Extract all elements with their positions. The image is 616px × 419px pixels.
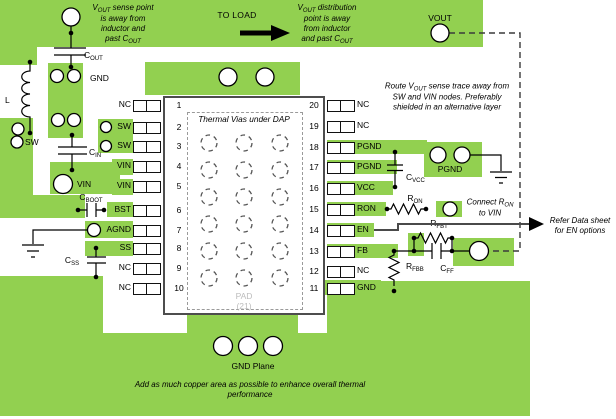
copper-vin-strip5 [112, 179, 133, 195]
pin-label: SW [117, 140, 131, 150]
pin-pad [133, 180, 161, 193]
to-load-label: TO LOAD [217, 10, 257, 20]
pin-label: AGND [106, 224, 131, 234]
pin-pad [133, 160, 161, 173]
pin-pad [133, 242, 161, 255]
copper-bst-strip [107, 202, 133, 217]
pin-number: 2 [176, 122, 182, 132]
route-vout-note: Route VOUT sense trace away from SW and … [384, 81, 510, 112]
copper-fb-via-block [453, 238, 514, 266]
rfbt-label: RFBT [430, 218, 448, 230]
pin-label: SW [117, 121, 131, 131]
pin-label: VIN [116, 160, 131, 170]
pin-pad [327, 203, 355, 216]
pin-pad [133, 282, 161, 295]
pin-number: 15 [309, 204, 319, 214]
cout-label: COUT [84, 50, 103, 62]
pin-number: 17 [309, 162, 319, 172]
pin-number: 9 [176, 263, 182, 273]
pin-number: 8 [176, 243, 182, 253]
pin-number: 11 [309, 283, 319, 293]
pin-pad [327, 161, 355, 174]
copper-sw-wide [0, 195, 85, 218]
pin-label: VCC [357, 182, 375, 192]
copper-gnd-plane [0, 333, 530, 416]
pin-pad [327, 141, 355, 154]
pin-label: FB [357, 245, 368, 255]
css-label: CSS [64, 255, 80, 267]
pin-pad [327, 99, 355, 112]
pad-label: PAD [235, 291, 253, 301]
copper-top-banner [0, 0, 483, 47]
pin-label: NC [118, 99, 131, 109]
pin-number: 14 [309, 225, 319, 235]
pin-label: BST [114, 204, 131, 214]
sw-node-label: SW [25, 137, 39, 147]
pin-number: 16 [309, 183, 319, 193]
ron-label: RON [407, 193, 423, 205]
pin-number: 4 [176, 161, 182, 171]
pin-label: GND [357, 282, 376, 292]
connect-ron-note: Connect RON to VIN [466, 197, 514, 218]
copper-ron-via-block [436, 201, 462, 217]
refer-en-note: Refer Data sheet for EN options [549, 216, 611, 235]
dap-outline [187, 112, 303, 310]
pin-pad [327, 182, 355, 195]
copper-top-chip-strip [145, 62, 300, 95]
pin-pad [327, 224, 355, 237]
pin-number: 18 [309, 142, 319, 152]
pin-label: NC [118, 282, 131, 292]
pin-number: 6 [176, 205, 182, 215]
pin-label: VIN [116, 180, 131, 190]
pin-label: SS [119, 242, 131, 252]
pin-pad [133, 140, 161, 153]
pin-number: 19 [309, 121, 319, 131]
vout-label: VOUT [428, 13, 452, 23]
pin-number: 5 [176, 181, 182, 191]
cboot-label: CBOOT [79, 192, 103, 204]
dap-note: Thermal Vias under DAP [198, 114, 290, 124]
thermal-note: Add as much copper area as possible to e… [134, 380, 366, 399]
pin-pad [327, 265, 355, 278]
pin-pad [133, 204, 161, 217]
pin-pad [133, 224, 161, 237]
pin-pad [133, 262, 161, 275]
inductor-label: L [5, 95, 10, 105]
copper-vin-strip4 [112, 159, 133, 175]
vout-sense-note: VOUT sense point is away from inductor a… [92, 3, 154, 45]
gnd-node-label: GND [90, 73, 109, 83]
rfbb-label: RFBB [406, 261, 424, 273]
cvcc-label: CVCC [406, 172, 425, 184]
pad-number: (21) [236, 301, 252, 311]
pin-number: 3 [176, 141, 182, 151]
pin-number: 13 [309, 246, 319, 256]
pin-number: 20 [309, 100, 319, 110]
pin-pad [133, 121, 161, 134]
pin-label: PGND [357, 141, 382, 151]
pin-number: 10 [174, 283, 184, 293]
vin-node-label: VIN [77, 179, 92, 189]
pin-pad [327, 282, 355, 295]
copper-left-stub [0, 0, 37, 65]
pin-pad [327, 245, 355, 258]
pin-label: RON [357, 203, 376, 213]
gnd-plane-label: GND Plane [231, 361, 275, 371]
pgnd-vias-label: PGND [437, 164, 463, 174]
pin-label: NC [357, 265, 370, 275]
pin-label: NC [357, 120, 370, 130]
pin-number: 7 [176, 225, 182, 235]
cin-label: CIN [89, 147, 102, 159]
vout-distribution-note: VOUT distribution point is away from ind… [297, 3, 357, 45]
pin-label: NC [357, 99, 370, 109]
copper-under-chip [187, 313, 298, 335]
pin-label: EN [357, 224, 369, 234]
pin-label: NC [118, 262, 131, 272]
pin-number: 1 [176, 100, 182, 110]
pin-number: 12 [309, 266, 319, 276]
pin-label: PGND [357, 161, 382, 171]
cff-label: CFF [440, 263, 454, 275]
pin-pad [133, 99, 161, 112]
pin-pad [327, 120, 355, 133]
en-arrowhead-icon [529, 217, 544, 231]
